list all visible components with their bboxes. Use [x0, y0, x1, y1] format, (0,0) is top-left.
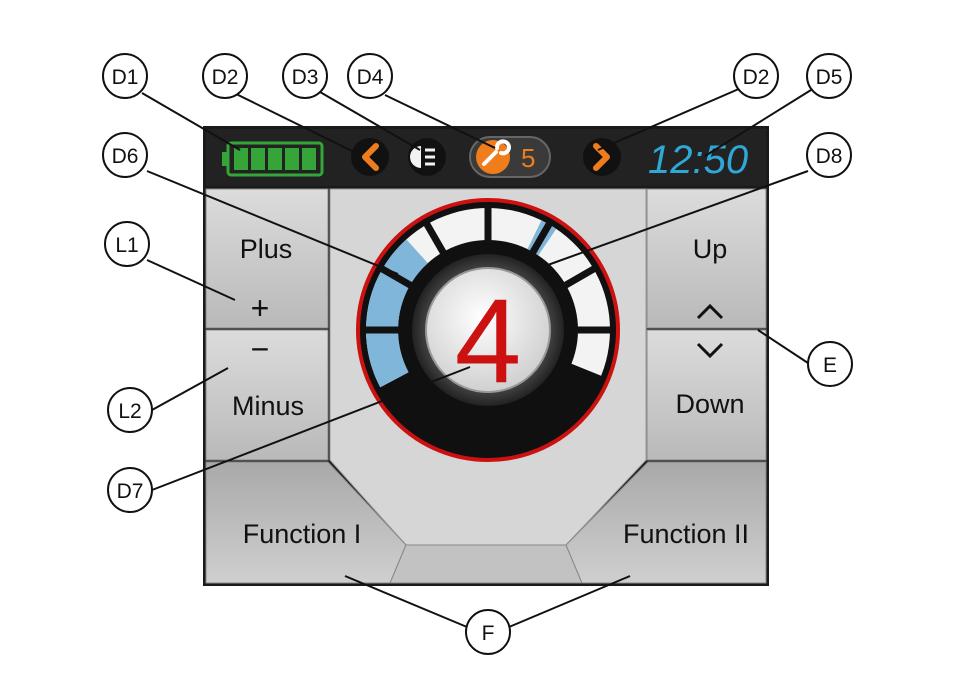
callout-d5: D5	[806, 53, 852, 99]
battery-icon	[222, 141, 324, 177]
bottom-center-key[interactable]	[389, 544, 583, 584]
svg-text:D2: D2	[212, 66, 239, 89]
svg-text:E: E	[823, 354, 837, 377]
plus-label: Plus	[240, 234, 293, 264]
svg-text:D2: D2	[743, 66, 770, 89]
function-2-button[interactable]	[565, 461, 767, 584]
callout-d3: D3	[282, 53, 328, 99]
svg-text:L2: L2	[118, 400, 141, 423]
callout-e: E	[807, 341, 853, 387]
callout-d4: D4	[347, 53, 393, 99]
service-badge[interactable]: 5	[469, 136, 551, 178]
callout-l2: L2	[107, 387, 153, 433]
chevron-right-icon[interactable]	[583, 138, 621, 176]
function-1-label: Function I	[243, 519, 362, 549]
minus-button[interactable]	[205, 329, 329, 461]
svg-text:D4: D4	[357, 66, 384, 89]
gauge-active-segment	[366, 269, 411, 330]
callout-d6: D6	[102, 132, 148, 178]
battery-cell	[302, 148, 316, 170]
svg-text:D7: D7	[117, 480, 144, 503]
callout-d2-right: D2	[733, 53, 779, 99]
down-label: Down	[675, 389, 744, 419]
gauge-active-segment	[365, 330, 409, 388]
svg-text:D6: D6	[112, 145, 139, 168]
service-count: 5	[521, 143, 535, 173]
gauge-tick	[378, 264, 414, 290]
callout-l1: L1	[104, 221, 150, 267]
function-2-label: Function II	[623, 519, 749, 549]
chevron-left-icon[interactable]	[351, 138, 389, 176]
svg-text:D1: D1	[112, 66, 139, 89]
plus-symbol: +	[251, 290, 270, 326]
minus-label: Minus	[232, 391, 304, 421]
callout-d2-left: D2	[202, 53, 248, 99]
gauge-center	[425, 267, 551, 393]
svg-text:F: F	[482, 622, 495, 645]
speed-gauge: 4	[356, 198, 620, 462]
battery-cell	[268, 148, 282, 170]
callout-d8: D8	[806, 132, 852, 178]
minus-symbol: −	[251, 331, 270, 367]
battery-cell	[251, 148, 265, 170]
up-label: Up	[693, 234, 728, 264]
down-arrow-icon	[696, 342, 724, 359]
svg-text:L1: L1	[115, 234, 138, 257]
headlight-icon[interactable]	[408, 138, 446, 176]
callout-f: F	[465, 609, 511, 655]
speed-level-value: 4	[455, 274, 522, 408]
up-button[interactable]	[646, 188, 767, 329]
status-bar: 5 12:50	[206, 129, 766, 186]
callout-d7: D7	[107, 467, 153, 513]
clock-display: 12:50	[648, 138, 748, 182]
callouts: D1 D2 D3 D4 D2 D5 D6 D8	[102, 53, 853, 655]
svg-text:D3: D3	[292, 66, 319, 89]
gauge-tick	[422, 220, 448, 256]
svg-text:D5: D5	[816, 66, 843, 89]
callout-d1: D1	[102, 53, 148, 99]
gauge-tick	[528, 220, 554, 256]
plus-button[interactable]	[205, 188, 329, 329]
battery-cell	[234, 148, 248, 170]
gauge-tick	[562, 264, 598, 290]
svg-text:D8: D8	[816, 145, 843, 168]
up-arrow-icon	[696, 303, 724, 320]
battery-cell	[285, 148, 299, 170]
callout-leader-lines	[141, 87, 812, 628]
gauge-inactive-segment	[366, 207, 611, 388]
